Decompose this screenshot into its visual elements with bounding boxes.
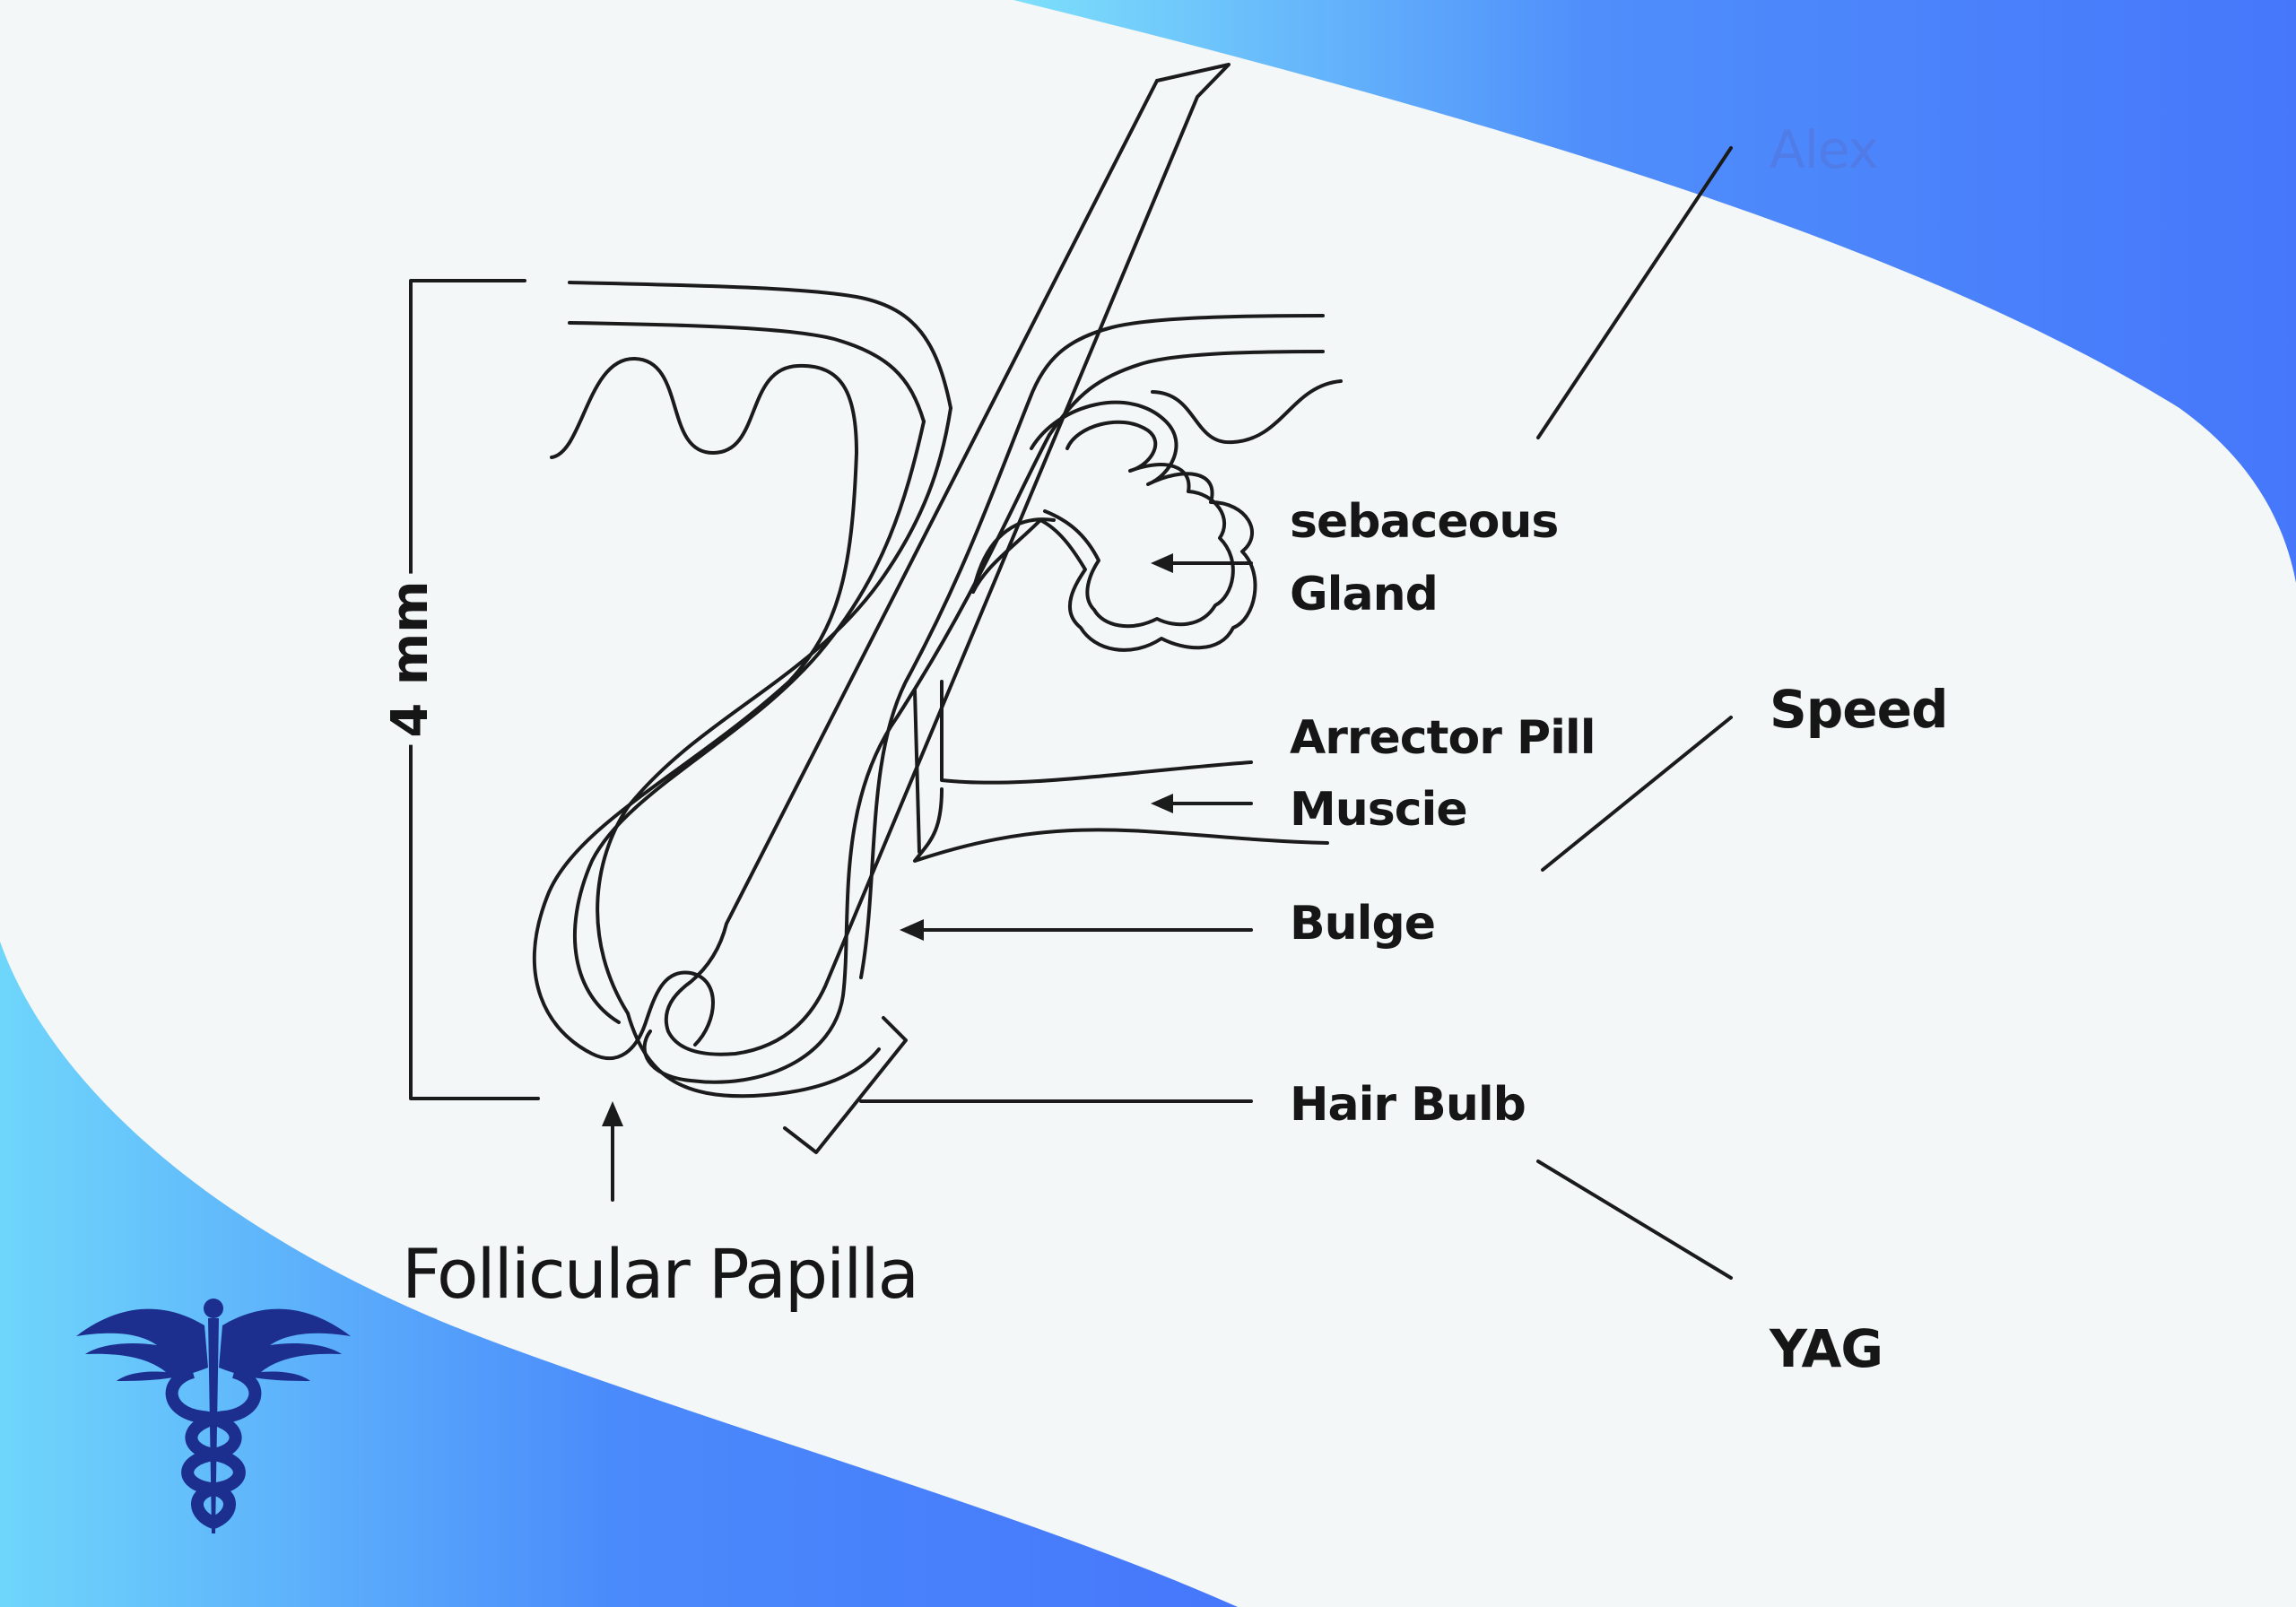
alex-pointer	[1536, 146, 1733, 439]
sheath-right	[642, 433, 1051, 1084]
sheath-right-outer	[859, 397, 1031, 979]
skin-surface-left	[568, 281, 952, 410]
scale-label: 4 mm	[381, 573, 439, 745]
hair-shaft	[664, 63, 1231, 1056]
root-inner-left	[596, 406, 952, 1015]
bulb-base	[626, 1012, 881, 1099]
arrector-lower	[913, 787, 1329, 863]
sebaceous-gland-outer	[971, 400, 1257, 652]
caduceus-icon	[76, 1299, 351, 1533]
bottom-left-wave	[0, 942, 1238, 1607]
yag-label: YAG	[1770, 1318, 1883, 1379]
gland-duct	[971, 517, 1056, 594]
speed-pointer	[1541, 716, 1733, 872]
dermal-wave-right	[1151, 379, 1343, 445]
bulge-label: Bulge	[1290, 897, 1436, 951]
hair-bulb-label: Hair Bulb	[1290, 1078, 1526, 1132]
hair-bulb-bracket	[783, 1016, 908, 1154]
muscle-label: Muscie	[1290, 783, 1468, 837]
sebaceous-label: sebaceous	[1290, 495, 1559, 549]
inner-sheath-left	[573, 420, 926, 1024]
follicular-papilla-label: Follicular Papilla	[402, 1234, 919, 1314]
skin-surface-right-inner	[1048, 350, 1325, 437]
yag-pointer	[1536, 1160, 1733, 1280]
sebaceous-gland-inner	[1043, 420, 1235, 629]
arrector-stem	[913, 689, 921, 854]
top-right-wave	[1013, 0, 2296, 583]
arrector-upper	[940, 680, 1253, 785]
gland-label: Gland	[1290, 568, 1439, 621]
skin-surface-left-inner	[568, 321, 926, 423]
arrector-pili-label: Arrector Pill	[1290, 711, 1596, 765]
skin-surface-right	[1028, 314, 1325, 401]
speed-label: Speed	[1770, 679, 1948, 740]
alex-label: Alex	[1770, 119, 1879, 180]
outer-sheath-left	[532, 451, 858, 1060]
dermal-wave	[550, 356, 858, 459]
